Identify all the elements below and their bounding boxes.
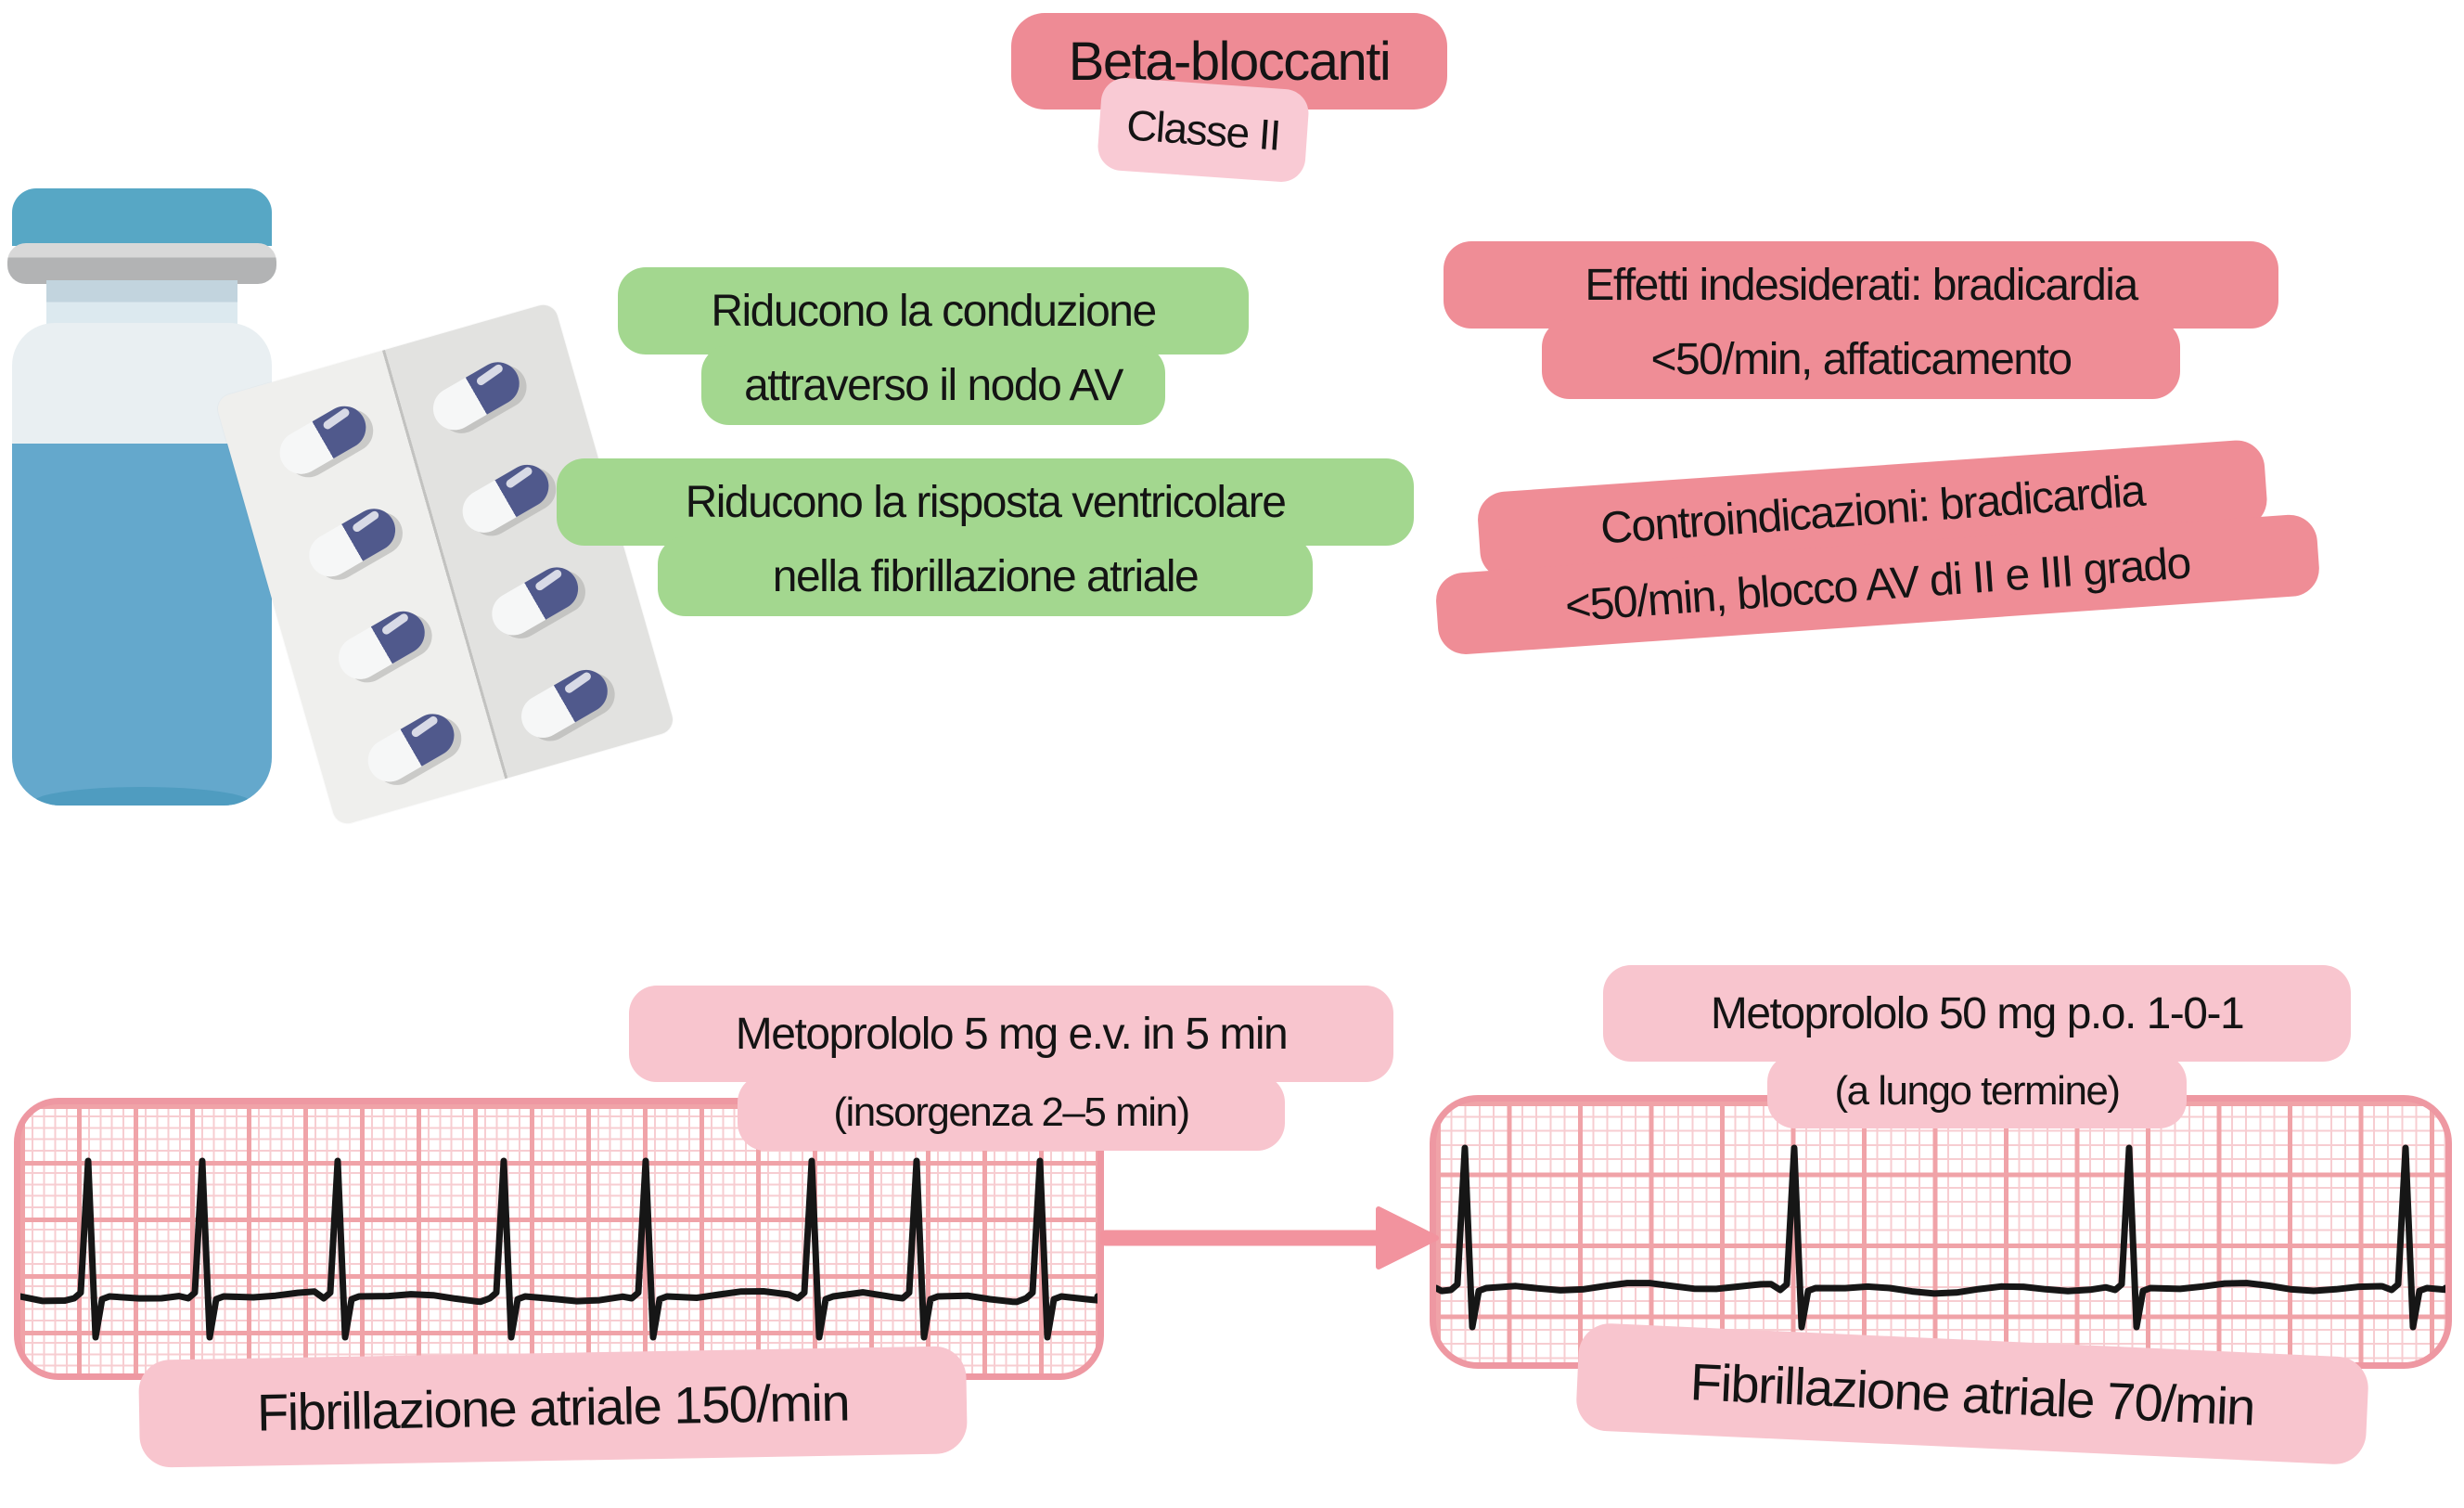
warning-box-contraindications: Controindicazioni: bradicardia <50/min, … [1429, 435, 2321, 656]
warning-box-side-effects: Effetti indesiderati: bradicardia <50/mi… [1444, 241, 2278, 399]
medication-label-line: Metoprololo 50 mg p.o. 1-0-1 [1603, 965, 2351, 1062]
capsule-icon [301, 500, 404, 585]
benefit-line: nella fibrillazione atriale [658, 536, 1313, 616]
ecg-caption-label: Fibrillazione atriale 150/min [256, 1372, 850, 1442]
medication-label-line: Metoprololo 5 mg e.v. in 5 min [629, 986, 1393, 1082]
vial-cap [12, 188, 272, 246]
ecg-trace-150 [20, 1157, 1097, 1341]
benefit-box-av-node: Riducono la conduzione attraverso il nod… [618, 267, 1249, 425]
arrow-right-icon [1100, 1206, 1439, 1270]
capsule-icon [330, 603, 433, 688]
capsule-icon [272, 398, 374, 483]
capsule-icon [455, 457, 557, 541]
vial-band [7, 243, 276, 284]
capsule-icon [513, 662, 616, 746]
medication-label-line: (insorgenza 2–5 min) [738, 1075, 1285, 1151]
benefit-line: Riducono la risposta ventricolare [557, 458, 1414, 546]
benefit-line: Riducono la conduzione [618, 267, 1249, 354]
vial-body [12, 323, 272, 806]
medication-label-oral: Metoprololo 50 mg p.o. 1-0-1 (a lungo te… [1603, 965, 2351, 1128]
vial-liquid [12, 444, 272, 806]
ecg-strip-70 [1430, 1095, 2452, 1369]
vial-neck [46, 280, 237, 329]
ecg-trace-70 [1436, 1144, 2445, 1331]
medication-label-iv: Metoprololo 5 mg e.v. in 5 min (insorgen… [629, 986, 1393, 1151]
warning-line: <50/min, affaticamento [1542, 319, 2180, 399]
warning-line: Effetti indesiderati: bradicardia [1444, 241, 2278, 329]
capsule-icon [425, 354, 528, 438]
capsule-icon [360, 705, 462, 790]
class-badge: Classe II [1096, 76, 1311, 184]
class-badge-label: Classe II [1124, 100, 1282, 160]
benefit-box-ventricular-response: Riducono la risposta ventricolare nella … [557, 458, 1414, 616]
ecg-caption-label: Fibrillazione atriale 70/min [1688, 1351, 2256, 1437]
medication-label-line: (a lungo termine) [1767, 1054, 2187, 1128]
benefit-line: attraverso il nodo AV [701, 345, 1165, 425]
ecg-caption-150: Fibrillazione atriale 150/min [138, 1346, 968, 1468]
